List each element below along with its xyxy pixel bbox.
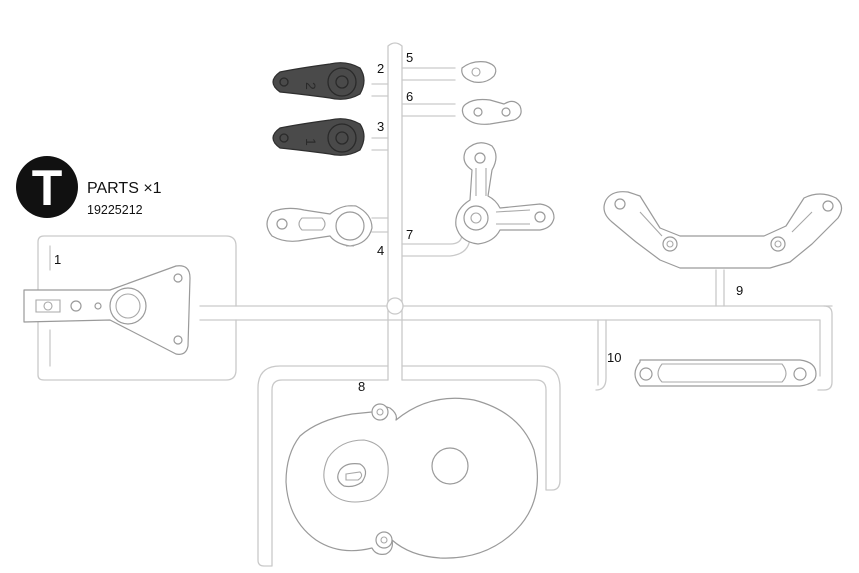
- part-number: 19225212: [87, 203, 143, 217]
- label-part-3: 3: [377, 119, 384, 134]
- runner-frame: [37, 42, 833, 567]
- part-3-servo-horn: 1: [272, 118, 365, 156]
- runner-main-horizontal: [235, 305, 833, 321]
- part-10-link-bar: [634, 359, 817, 387]
- label-part-6: 6: [406, 89, 413, 104]
- badge-letter: T: [32, 160, 63, 216]
- part-9-mount-bracket: [603, 191, 843, 269]
- parts-quantity-label: PARTS ×1: [87, 180, 162, 197]
- label-part-8: 8: [358, 379, 365, 394]
- part-8-gear-cover: [285, 397, 539, 559]
- label-part-7: 7: [406, 227, 413, 242]
- part-1-plate: [23, 265, 191, 355]
- runner-left-frame: [37, 235, 237, 381]
- part-2-servo-horn: 2: [272, 62, 365, 100]
- label-part-9: 9: [736, 283, 743, 298]
- label-part-2: 2: [377, 61, 384, 76]
- part-6-link: [461, 98, 522, 125]
- part-5-ball-end: [461, 61, 497, 83]
- label-part-4: 4: [377, 243, 384, 258]
- part-4-link: [266, 205, 373, 247]
- part-2-molded-mark: 2: [303, 82, 319, 90]
- part-7-bellcrank: [455, 142, 555, 245]
- runner-bottom-loop: [257, 365, 561, 567]
- label-part-10: 10: [607, 350, 621, 365]
- parts-badge: T: [16, 156, 78, 218]
- part-3-molded-mark: 1: [303, 138, 319, 146]
- part-labels: 1 2 3 4 5 6 7 8 9 10: [54, 50, 743, 394]
- label-part-5: 5: [406, 50, 413, 65]
- label-part-1: 1: [54, 252, 61, 267]
- badge-circle: [16, 156, 78, 218]
- runner-main-vertical: [387, 42, 403, 381]
